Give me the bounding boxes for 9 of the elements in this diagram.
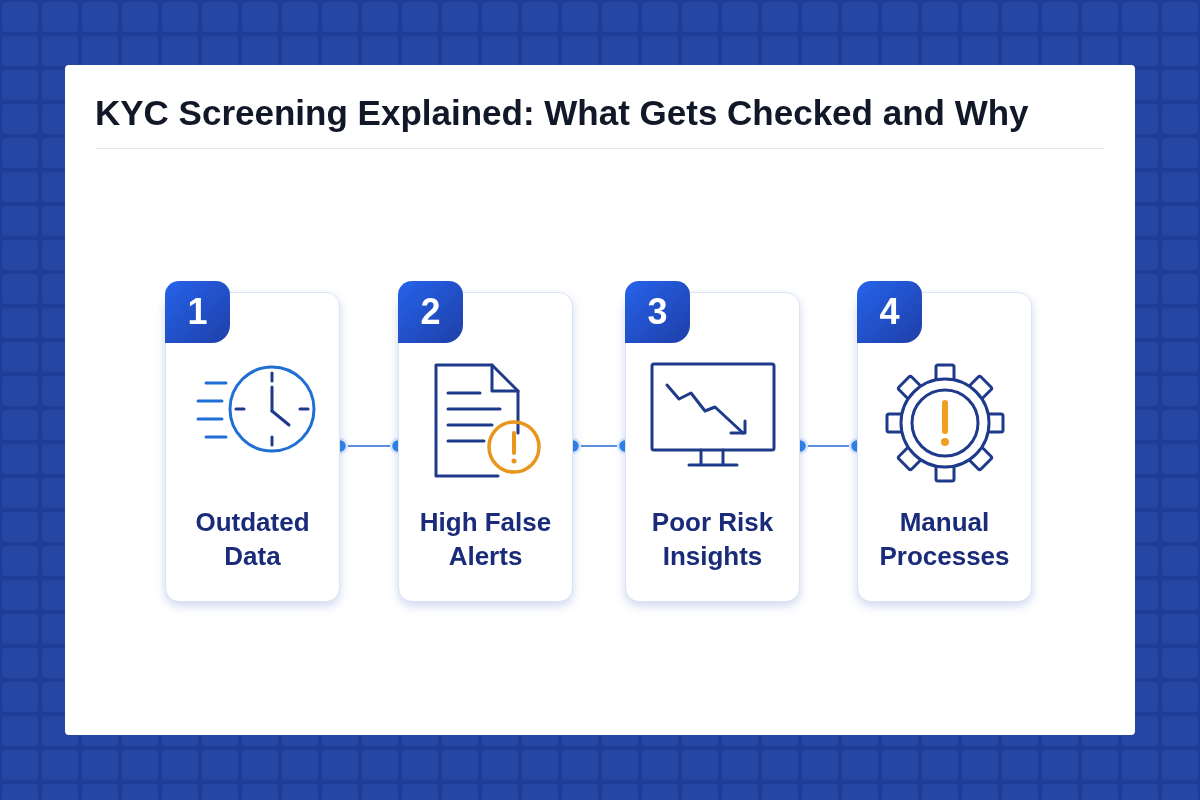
step-label: Manual Processes bbox=[878, 506, 1011, 573]
step-number-badge: 3 bbox=[625, 281, 690, 343]
title: KYC Screening Explained: What Gets Checked and Why bbox=[95, 92, 1029, 134]
step-label: Poor Risk Insights bbox=[650, 506, 775, 573]
step-number-badge: 4 bbox=[857, 281, 922, 343]
step-number-badge: 1 bbox=[165, 281, 230, 343]
step-number-badge: 2 bbox=[398, 281, 463, 343]
step-label: Outdated Data bbox=[194, 506, 311, 573]
step-label: High False Alerts bbox=[418, 506, 553, 573]
